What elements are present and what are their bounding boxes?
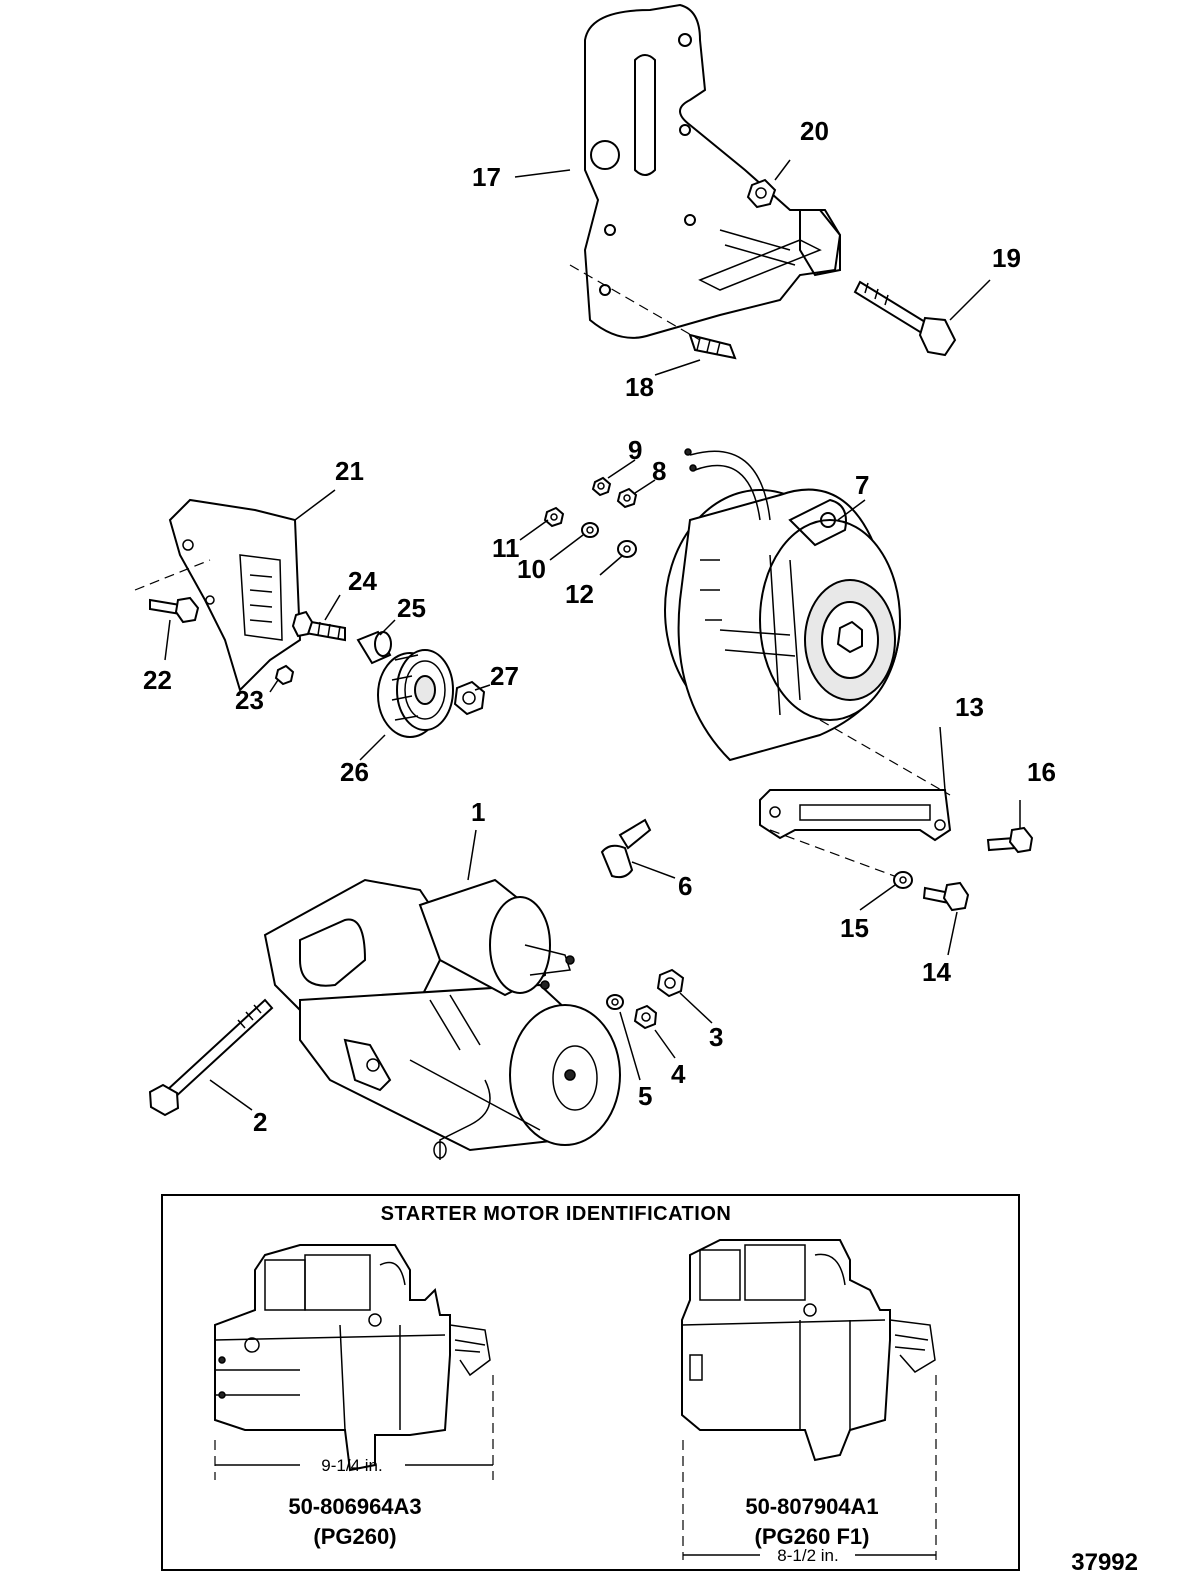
stud-24 [291,610,346,642]
figure-reference-number: 37992 [1071,1549,1138,1576]
callout-9: 9 [628,435,642,465]
alternator-brace-13 [759,789,952,842]
leader-lines [164,159,1021,1111]
starter-motor [263,878,621,1160]
nut-20 [746,178,777,209]
bolt-2 [148,998,274,1117]
starter-sketch-right [681,1239,936,1462]
alternator-mounting-bracket [583,3,842,339]
bolt-22 [149,596,200,624]
bolt-19 [853,280,957,357]
right-part-number: 50-807904A1 [745,1494,878,1519]
nut-9 [591,476,612,497]
nut-23 [274,664,295,686]
callout-10: 10 [517,554,546,584]
callout-21: 21 [335,456,364,486]
callout-7: 7 [855,470,869,500]
bolt-16 [986,826,1034,854]
callout-5: 5 [638,1081,652,1111]
callout-19: 19 [992,243,1021,273]
nut-3 [656,968,685,998]
callout-1: 1 [471,797,485,827]
washer-5 [606,994,624,1010]
callout-12: 12 [565,579,594,609]
starter-sketch-left [214,1244,491,1472]
left-length-label: 9-1/4 in. [321,1456,382,1475]
starter-identification-panel: STARTER MOTOR IDENTIFICATION 9-1/4 in. 5… [161,1194,1020,1571]
callout-26: 26 [340,757,369,787]
callout-6: 6 [678,871,692,901]
callout-17: 17 [472,162,501,192]
callout-2: 2 [253,1107,267,1137]
callout-11: 11 [492,533,520,563]
stud-18 [688,333,737,360]
right-model: (PG260 F1) [755,1524,870,1549]
callout-4: 4 [671,1059,686,1089]
spacer-25 [356,630,392,665]
callout-3: 3 [709,1022,723,1052]
alternator [664,448,902,762]
nut-11 [543,506,565,528]
callout-20: 20 [800,116,829,146]
callout-25: 25 [397,593,426,623]
bolt-14 [922,881,970,912]
washer-12 [617,540,637,558]
terminal-boot-6 [600,818,652,879]
idler-pulley-bracket [168,498,302,692]
callout-13: 13 [955,692,984,722]
callout-numbers: 17 20 19 18 9 8 7 21 11 10 12 24 25 22 2… [143,116,1056,1137]
idler-pulley-26 [377,649,454,738]
nut-8 [616,487,638,509]
left-part-number: 50-806964A3 [288,1494,421,1519]
callout-23: 23 [235,685,264,715]
callout-16: 16 [1027,757,1056,787]
callout-14: 14 [922,957,951,987]
left-model: (PG260) [313,1524,396,1549]
callout-22: 22 [143,665,172,695]
nut-4 [633,1004,658,1030]
callout-27: 27 [490,661,519,691]
nut-27 [453,680,486,716]
washer-15 [893,871,913,889]
washer-10 [581,522,599,538]
right-length-label: 8-1/2 in. [777,1546,838,1565]
callout-8: 8 [652,456,666,486]
callout-24: 24 [348,566,377,596]
identification-title: STARTER MOTOR IDENTIFICATION [381,1203,732,1225]
callout-15: 15 [840,913,869,943]
callout-18: 18 [625,372,654,402]
